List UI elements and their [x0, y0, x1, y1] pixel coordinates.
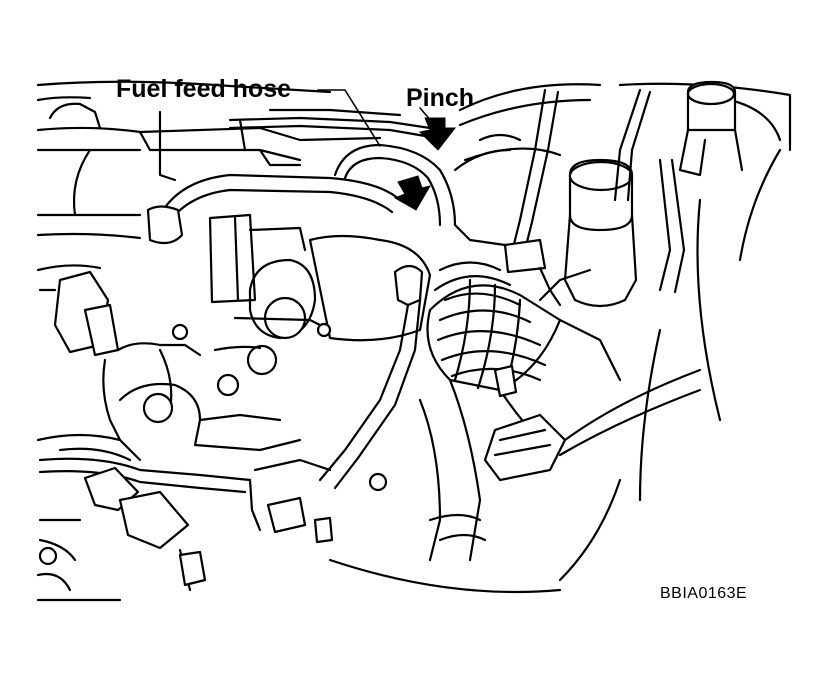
leader-lines [317, 89, 433, 147]
coolant-pipe [248, 264, 424, 544]
air-intake-duct [426, 261, 622, 442]
lower-air-duct [418, 378, 487, 562]
upper-right-tower [613, 80, 744, 294]
fuel-lines-top [228, 108, 432, 138]
reservoir-cap [563, 158, 638, 308]
mid-left-block [58, 373, 302, 462]
central-pipes [453, 88, 562, 307]
brake-booster-edge [453, 83, 602, 172]
pinch-arrow-lower [393, 175, 432, 211]
left-sensor-connector [38, 270, 202, 442]
throttle-body [171, 213, 432, 376]
lower-left-harness [38, 457, 252, 592]
fuel-feed-hose [146, 143, 457, 245]
fuel-feed-hose-label: Fuel feed hose [116, 75, 292, 103]
engine-bay-outline [36, 80, 792, 602]
right-sensor-connector [483, 268, 702, 482]
upper-left-bracket [48, 102, 382, 217]
pinch-label: Pinch [406, 84, 475, 112]
figure-code-label: BBIA0163E [660, 585, 748, 602]
pinch-arrows [393, 117, 457, 211]
pinch-arrow-upper [418, 117, 457, 151]
